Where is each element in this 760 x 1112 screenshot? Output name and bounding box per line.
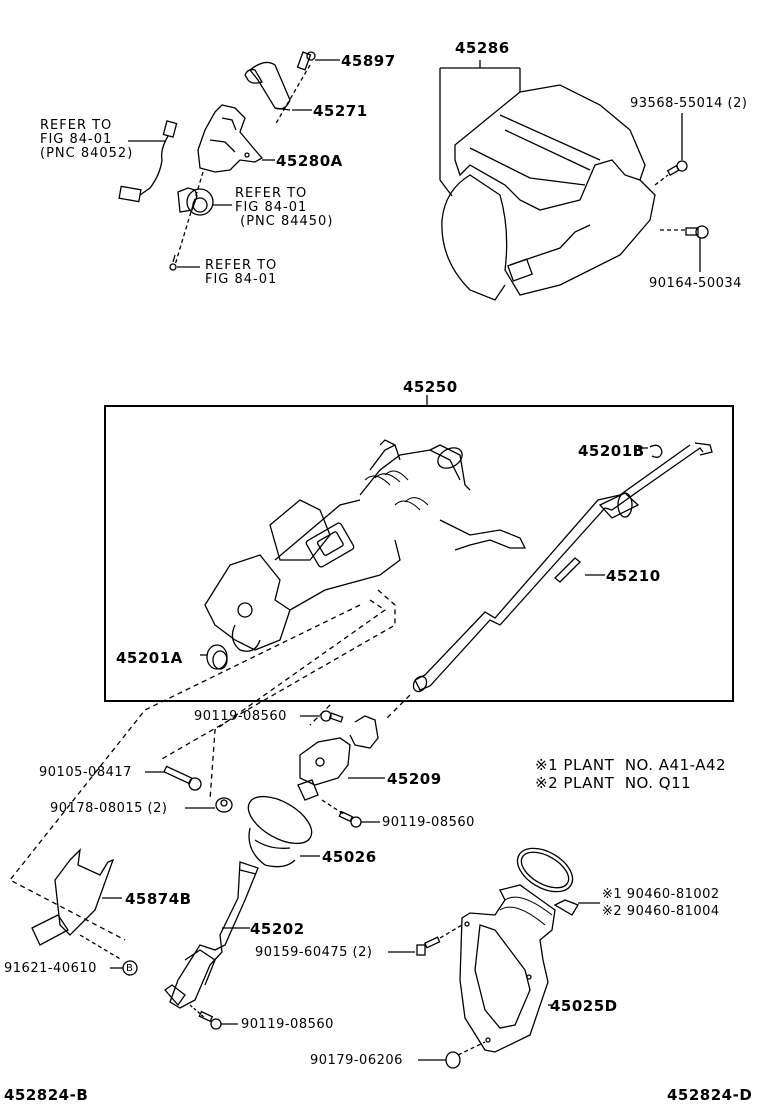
screw-ref3-icon [169, 254, 177, 271]
note-mark-2: ※2 [535, 774, 559, 792]
part-label-90105-08417[interactable]: 90105-08417 [39, 765, 132, 780]
assembly-45250-frame [104, 405, 734, 702]
part-label-45280A[interactable]: 45280A [276, 152, 343, 170]
figure-code-left: 452824-B [4, 1086, 89, 1104]
bolt-90105-icon [163, 765, 202, 791]
shaft-45210-icon [412, 442, 713, 693]
bushing-45201A-icon [206, 644, 228, 670]
part-label-90119-08560-top[interactable]: 90119-08560 [194, 709, 287, 724]
note-mark-1: ※1 [535, 756, 559, 774]
part-label-90119-08560-bottom[interactable]: 90119-08560 [241, 1017, 334, 1032]
part-label-45201A[interactable]: 45201A [116, 649, 183, 667]
clamp-90460-icon [553, 899, 579, 916]
part-label-90460-81004[interactable]: ※2 90460-81004 [602, 904, 720, 919]
part-label-45209[interactable]: 45209 [387, 770, 442, 788]
part-label-45897[interactable]: 45897 [341, 52, 396, 70]
column-cover-45286-icon [441, 84, 656, 301]
dashed-guides [9, 589, 411, 941]
plant-note-1: ※1 PLANT NO. A41-A42 [535, 756, 726, 774]
part-label-45201B[interactable]: 45201B [578, 442, 645, 460]
reference-note-screw[interactable]: REFER TO FIG 84-01 [205, 258, 278, 287]
note-text-2: PLANT NO. Q11 [563, 774, 692, 792]
screw-93568-icon [666, 160, 688, 176]
clamp-45271-icon [244, 61, 291, 111]
bolt-45897-icon [296, 51, 316, 71]
plant-note-2: ※2 PLANT NO. Q11 [535, 774, 691, 792]
part-label-45025D[interactable]: 45025D [550, 997, 618, 1015]
wire-harness-icon [118, 120, 178, 203]
figure-code-right: 452824-D [667, 1086, 753, 1104]
part-label-93568-55014[interactable]: 93568-55014 (2) [630, 96, 748, 111]
seal-45026-icon [247, 795, 313, 868]
part-label-90179-06206[interactable]: 90179-06206 [310, 1053, 403, 1068]
part-label-91621-40610[interactable]: 91621-40610 [4, 961, 97, 976]
bracket-45874B-icon [31, 848, 115, 946]
note-text-1: PLANT NO. A41-A42 [563, 756, 727, 774]
part-label-45202[interactable]: 45202 [250, 920, 305, 938]
part-label-90119-08560-mid[interactable]: 90119-08560 [382, 815, 475, 830]
part-label-90178-08015[interactable]: 90178-08015 (2) [50, 801, 168, 816]
part-label-90460-81002[interactable]: ※1 90460-81002 [602, 887, 720, 902]
part-label-90159-60475[interactable]: 90159-60475 (2) [255, 945, 373, 960]
ignition-switch-icon [177, 187, 214, 216]
bolt-90119c-icon [198, 1010, 222, 1030]
part-label-45286[interactable]: 45286 [455, 39, 510, 57]
assembly-label-45250[interactable]: 45250 [403, 378, 458, 396]
nut-90178-icon [215, 797, 233, 813]
bolt-90159-icon [416, 936, 441, 956]
joint-45209-icon [297, 715, 379, 801]
bolt-90164-icon [685, 225, 709, 239]
intermediate-shaft-45202-icon [164, 861, 259, 1009]
part-label-45874B[interactable]: 45874B [125, 890, 192, 908]
housing-45280A-icon [197, 104, 264, 173]
part-label-90164-50034[interactable]: 90164-50034 [649, 276, 742, 291]
boot-45025D-icon [459, 847, 574, 1053]
bracket-45286 [439, 60, 521, 197]
column-assembly-icon [204, 439, 527, 652]
part-label-45026[interactable]: 45026 [322, 848, 377, 866]
reference-note-84450[interactable]: REFER TO FIG 84-01 (PNC 84450) [235, 186, 334, 229]
mark-b: B [126, 963, 134, 974]
bolt-90119a-icon [320, 710, 344, 723]
part-label-45271[interactable]: 45271 [313, 102, 368, 120]
part-label-45210[interactable]: 45210 [606, 567, 661, 585]
clip-45201B-icon [649, 444, 663, 458]
reference-note-84052[interactable]: REFER TO FIG 84-01 (PNC 84052) [40, 118, 134, 161]
